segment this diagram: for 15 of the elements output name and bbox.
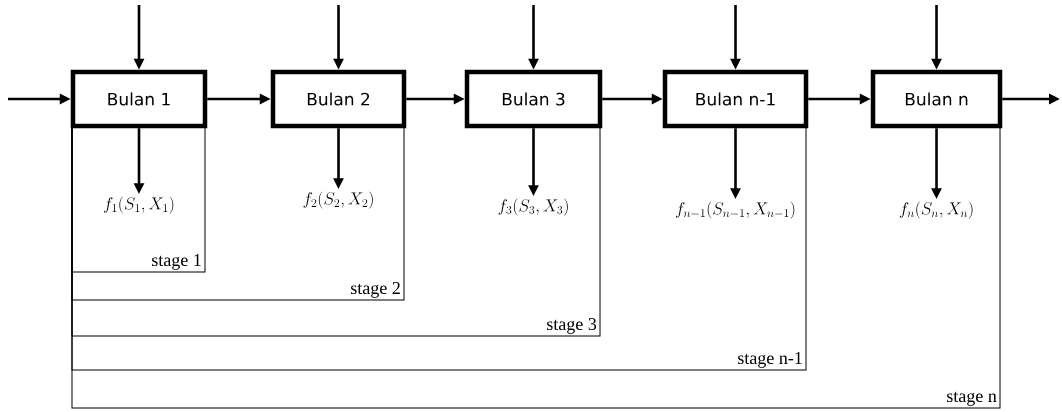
stage-label: stage 3 [547, 318, 597, 334]
formula: $f_{1}(S_{1},X_{1})$ [104, 196, 174, 214]
formula: $f_{n}(S_{n},X_{n})$ [899, 201, 973, 219]
process-box: Bulan n [870, 69, 1003, 129]
process-box: Bulan n-1 [662, 69, 809, 129]
stage-label: stage n [947, 391, 997, 406]
process-box: Bulan 2 [270, 69, 407, 129]
stage-label: stage 1 [152, 254, 201, 270]
formula: $f_{n-1}(S_{n-1},X_{n-1})$ [676, 201, 795, 219]
stage-label: stage 2 [351, 282, 400, 298]
formula: $f_{2}(S_{2},X_{2})$ [303, 191, 373, 209]
formula: $f_{3}(S_{3},X_{3})$ [498, 198, 568, 216]
process-box: Bulan 3 [464, 69, 603, 129]
process-box: Bulan 1 [70, 69, 208, 129]
stage-label: stage n-1 [738, 352, 802, 368]
